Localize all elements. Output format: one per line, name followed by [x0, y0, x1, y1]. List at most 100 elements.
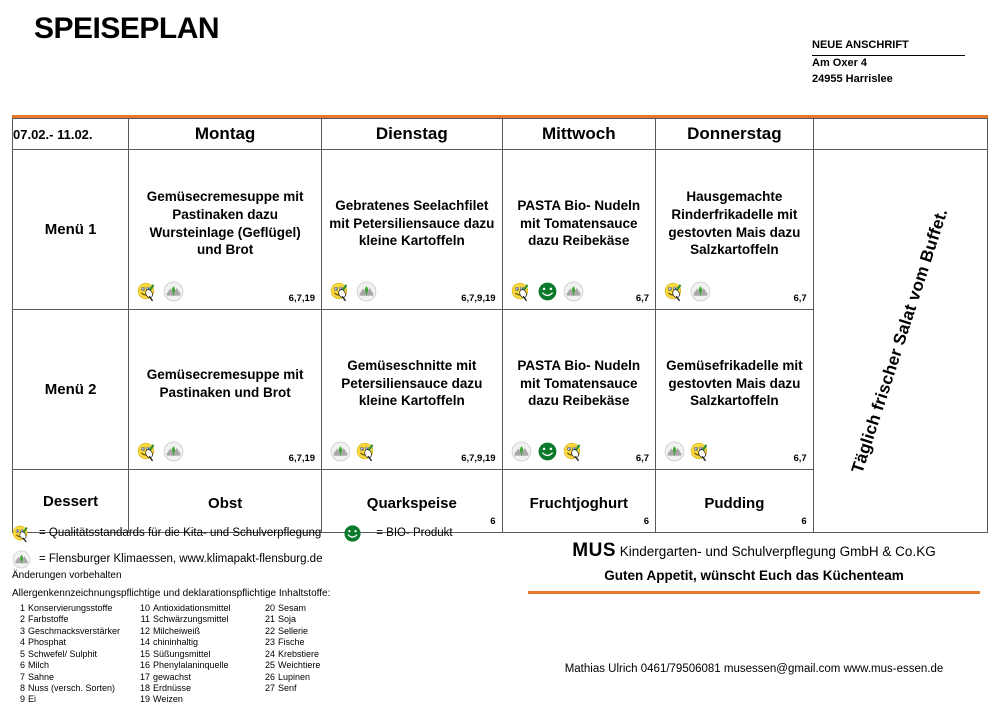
- dish-text: PASTA Bio- Nudeln mit Tomatensauce dazu …: [517, 197, 641, 249]
- menu-cell-menu1-donnerstag[interactable]: Hausgemachte Rinderfrikadelle mit gestov…: [655, 149, 814, 310]
- address-block: NEUE ANSCHRIFT Am Oxer 4 24955 Harrislee: [812, 38, 965, 88]
- allergen-label: Nuss (versch. Sorten): [28, 682, 116, 693]
- allergen-number: 14: [139, 637, 150, 648]
- menu-cell-menu2-dienstag[interactable]: Gemüseschnitte mit Petersiliensauce dazu…: [321, 309, 503, 470]
- allergen-label: Sesam: [278, 603, 307, 613]
- allergen-number: 12: [139, 625, 150, 636]
- row-label-dessert: Dessert: [11, 469, 130, 533]
- company-descriptor: Kindergarten- und Schulverpflegung GmbH …: [619, 544, 936, 559]
- week-range-header: 07.02.- 11.02.: [11, 118, 130, 150]
- menu-cell-menu1-mittwoch[interactable]: PASTA Bio- Nudeln mit Tomatensauce dazu …: [501, 149, 657, 310]
- allergen-number: 2: [19, 614, 25, 625]
- menu-cell-menu1-montag[interactable]: Gemüsecremesuppe mit Pastinaken dazu Wur…: [128, 149, 323, 310]
- quality-smiley-icon: [137, 281, 158, 302]
- klimaessen-icon: [12, 550, 31, 569]
- dish-text: Quarkspeise: [366, 495, 457, 513]
- allergen-number: 15: [139, 648, 150, 659]
- allergen-numbers: 6,7,9,19: [461, 453, 496, 464]
- allergen-number: 19: [139, 694, 150, 705]
- allergen-label: Schwefel/ Sulphit: [28, 648, 98, 659]
- icon-row: [664, 440, 711, 462]
- allergen-number: 5: [19, 648, 25, 659]
- menu-cell-menu2-mittwoch[interactable]: PASTA Bio- Nudeln mit Tomatensauce dazu …: [501, 309, 657, 470]
- allergen-number: 3: [19, 625, 25, 636]
- legend-bio-text: = BIO- Produkt: [376, 527, 453, 539]
- address-city: 24955 Harrislee: [812, 72, 893, 85]
- allergen-number: 21: [264, 614, 275, 625]
- allergen-number: 1: [19, 603, 25, 613]
- menu-cell-menu2-donnerstag[interactable]: Gemüsefrikadelle mit gestovten Mais dazu…: [655, 309, 814, 470]
- dish-text: PASTA Bio- Nudeln mit Tomatensauce dazu …: [517, 357, 641, 409]
- day-header-montag: Montag: [128, 118, 323, 150]
- allergen-number: 24: [264, 648, 275, 659]
- quality-smiley-icon: [690, 441, 711, 462]
- allergen-number: 6: [19, 660, 25, 671]
- allergen-number: 11: [140, 614, 150, 625]
- orange-divider-top: [12, 115, 988, 118]
- quality-smiley-icon: [330, 281, 351, 302]
- allergen-numbers: 6,7,19: [288, 453, 316, 464]
- allergen-number: 22: [264, 625, 275, 636]
- menu-cell-menu1-dienstag[interactable]: Gebratenes Seelachfilet mit Petersiliens…: [321, 149, 503, 310]
- dish-text: Gebratenes Seelachfilet mit Petersiliens…: [329, 197, 495, 249]
- allergen-label: Farbstoffe: [28, 614, 69, 625]
- allergen-label: Weichtiere: [278, 660, 321, 671]
- klimaessen-icon: [563, 281, 584, 302]
- allergen-number: 23: [264, 637, 275, 648]
- menu-cell-dessert-montag[interactable]: Obst: [128, 469, 323, 533]
- icon-row: [511, 280, 584, 302]
- allergen-number: 7: [19, 671, 25, 682]
- allergen-label: Geschmacksverstärker: [28, 625, 121, 636]
- allergen-label: Phosphat: [28, 637, 67, 648]
- company-brand: MUS: [572, 540, 617, 561]
- company-contact: Mathias Ulrich 0461/79506081 musessen@gm…: [564, 663, 944, 675]
- quality-smiley-icon: [356, 441, 377, 462]
- allergen-label: Senf: [278, 682, 297, 693]
- allergen-label: Lupinen: [278, 671, 311, 682]
- allergen-number: 27: [264, 682, 275, 693]
- bio-smiley-icon: [343, 524, 362, 543]
- menu-cell-dessert-mittwoch[interactable]: Fruchtjoghurt 6: [501, 469, 657, 533]
- legend-row-klima: = Flensburger Klimaessen, www.klimapakt-…: [12, 548, 532, 570]
- allergen-number: 26: [264, 671, 275, 682]
- allergen-label: Süßungsmittel: [153, 648, 211, 659]
- allergen-label: Milch: [28, 660, 50, 671]
- klimaessen-icon: [163, 441, 184, 462]
- allergen-numbers: 6: [643, 516, 650, 527]
- menu-cell-dessert-dienstag[interactable]: Quarkspeise 6: [321, 469, 503, 533]
- dish-text: Hausgemachte Rinderfrikadelle mit gestov…: [668, 188, 801, 258]
- quality-smiley-icon: [664, 281, 685, 302]
- allergen-numbers: 6: [801, 516, 807, 527]
- legend-klima-text: = Flensburger Klimaessen, www.klimapakt-…: [39, 553, 323, 565]
- dish-text: Gemüsecremesuppe mit Pastinaken dazu Wur…: [146, 188, 304, 258]
- menu-cell-dessert-donnerstag[interactable]: Pudding 6: [655, 469, 814, 533]
- allergen-label: gewachst: [153, 671, 192, 682]
- quality-smiley-icon: [137, 441, 158, 462]
- klimaessen-icon: [664, 441, 685, 462]
- table-header-row: 07.02.- 11.02. Montag Dienstag Mittwoch …: [11, 118, 989, 150]
- icon-row: [137, 440, 184, 462]
- allergen-numbers: 6,7: [635, 293, 650, 304]
- menu-cell-menu2-montag[interactable]: Gemüsecremesuppe mit Pastinaken und Brot…: [128, 309, 323, 470]
- allergen-numbers: 6,7: [793, 453, 807, 464]
- company-greeting: Guten Appetit, wünscht Euch das Küchente…: [604, 568, 904, 583]
- address-title: NEUE ANSCHRIFT: [812, 38, 965, 56]
- allergen-label: Erdnüsse: [153, 682, 192, 693]
- allergen-heading: Allergenkennzeichnungspflichtige und dek…: [12, 588, 331, 599]
